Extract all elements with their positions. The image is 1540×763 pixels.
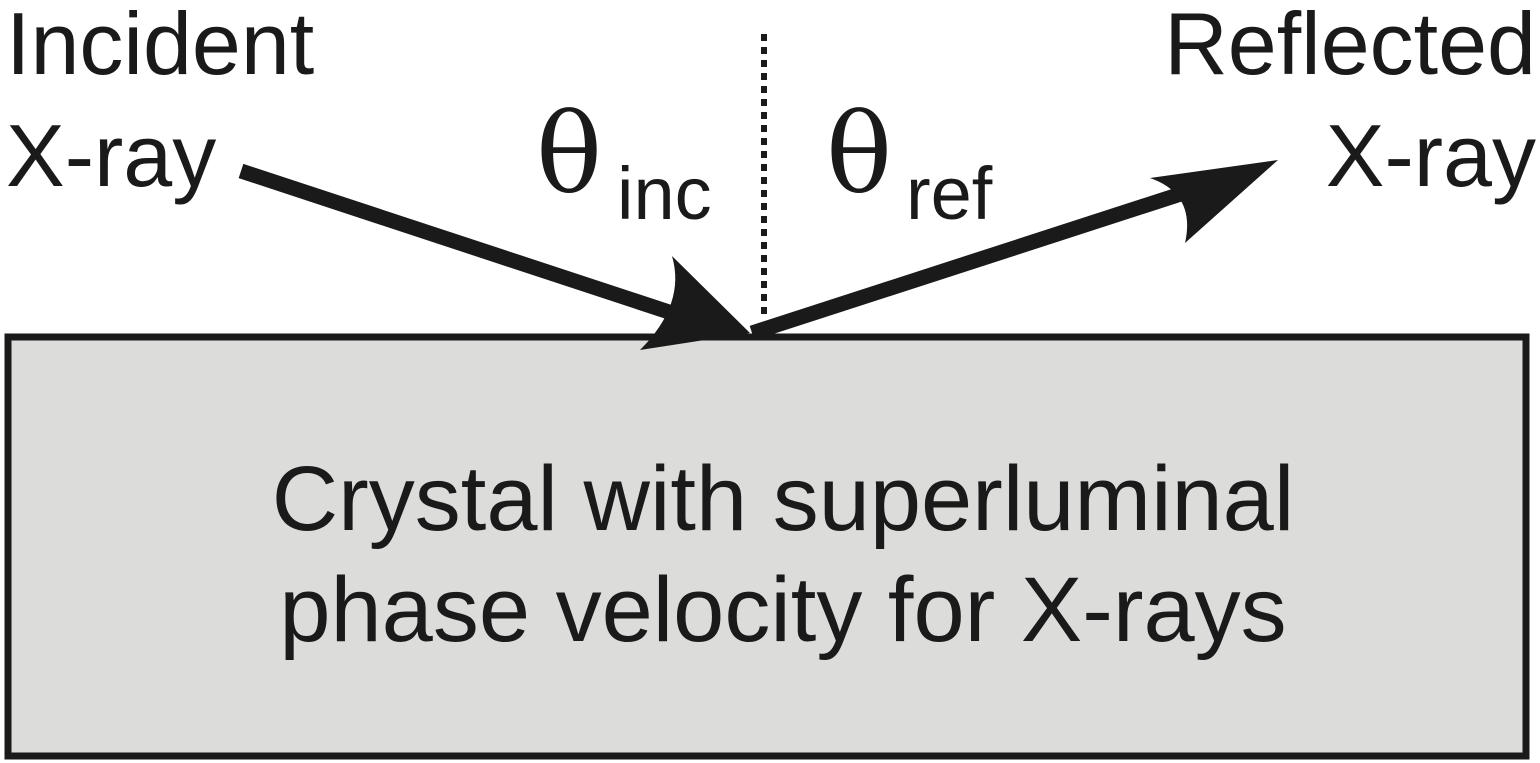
theta-ref-symbol: θ xyxy=(826,90,892,218)
incident-arrowhead xyxy=(640,256,750,350)
theta-inc-symbol: θ xyxy=(536,90,602,218)
crystal-label-line2: phase velocity for X-rays xyxy=(279,559,1286,661)
theta-inc-subscript: inc xyxy=(617,152,712,235)
incident-ray xyxy=(238,163,675,321)
reflected-label-line2: X-ray xyxy=(1326,106,1536,205)
incident-label-line1: Incident xyxy=(6,0,314,93)
reflected-arrowhead xyxy=(1150,160,1278,243)
incident-label-line2: X-ray xyxy=(6,106,216,205)
crystal-label-line1: Crystal with superluminal xyxy=(272,448,1295,550)
reflected-label-line1: Reflected xyxy=(1164,0,1536,93)
theta-ref-subscript: ref xyxy=(906,152,993,235)
crystal-block xyxy=(4,333,1530,760)
reflected-ray xyxy=(749,183,1193,341)
